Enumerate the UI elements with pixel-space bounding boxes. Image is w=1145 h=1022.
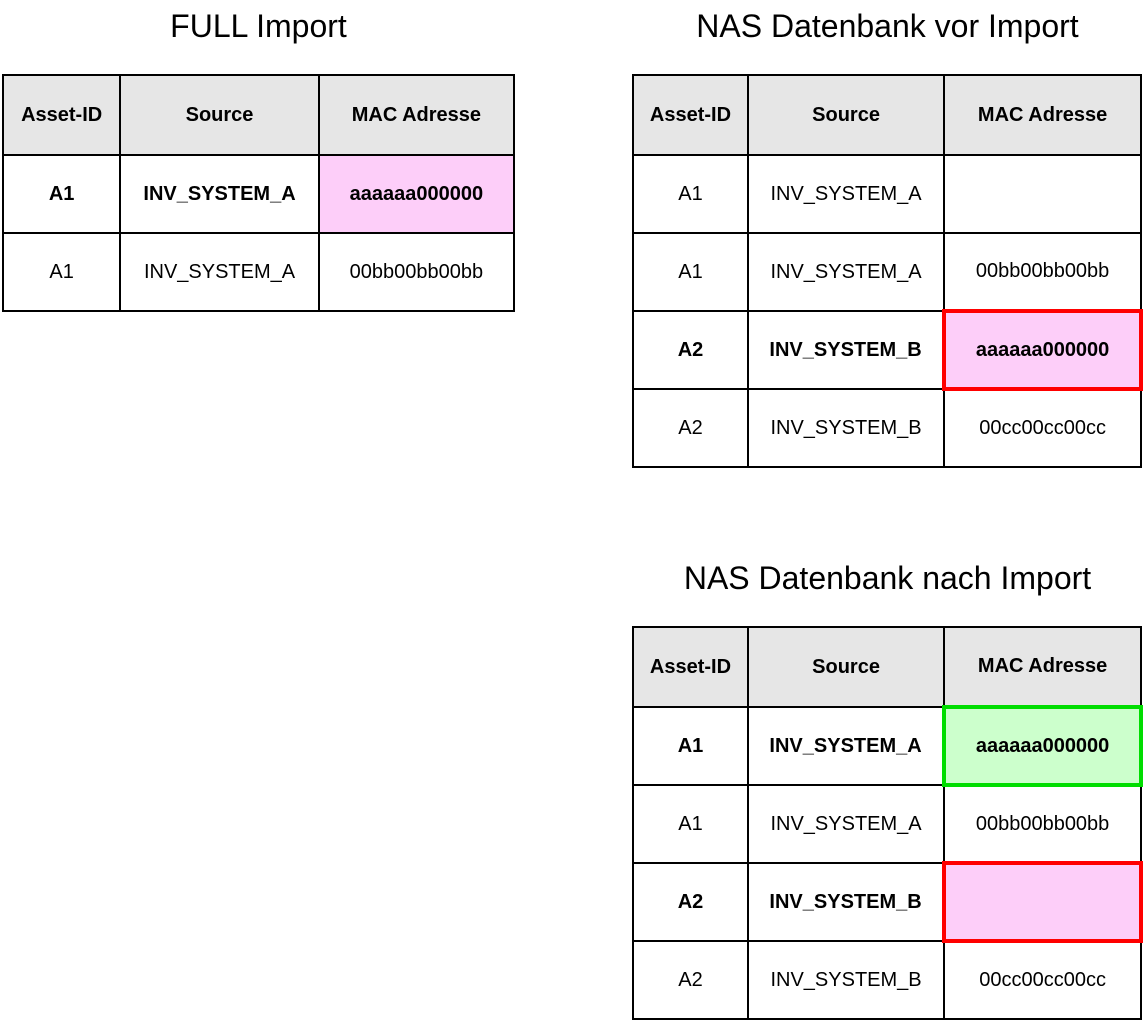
panel-nas-vor-import: NAS Datenbank vor Import Asset-ID Source… bbox=[632, 0, 1143, 470]
cell-mac-adresse: 00bb00bb00bb bbox=[943, 784, 1142, 864]
cell-source: INV_SYSTEM_A bbox=[119, 232, 320, 312]
cell-mac-adresse: 00bb00bb00bb bbox=[317, 232, 516, 312]
cell-source: INV_SYSTEM_B bbox=[746, 310, 946, 390]
table-row: A2 INV_SYSTEM_B bbox=[632, 861, 1143, 943]
cell-source: INV_SYSTEM_B bbox=[746, 388, 946, 468]
cell-source: INV_SYSTEM_A bbox=[119, 154, 320, 234]
table-row: A1 INV_SYSTEM_A aaaaaa000000 bbox=[632, 705, 1143, 787]
column-header-asset-id: Asset-ID bbox=[632, 74, 749, 156]
column-header-asset-id: Asset-ID bbox=[632, 626, 749, 708]
column-header-mac-adresse: MAC Adresse bbox=[943, 74, 1142, 156]
cell-asset-id: A2 bbox=[632, 388, 749, 468]
cell-asset-id: A2 bbox=[632, 940, 749, 1020]
table-nas-nach-import: Asset-ID Source MAC Adresse A1 INV_SYSTE… bbox=[632, 626, 1143, 1020]
table-header-row: Asset-ID Source MAC Adresse bbox=[632, 74, 1142, 156]
table-title-nas-vor-import: NAS Datenbank vor Import bbox=[696, 8, 1079, 44]
table-title-full-import: FULL Import bbox=[170, 8, 347, 44]
column-header-mac-adresse: MAC Adresse bbox=[943, 626, 1142, 708]
cell-source: INV_SYSTEM_B bbox=[746, 940, 946, 1020]
cell-asset-id: A1 bbox=[1, 232, 122, 312]
table-row: A1 INV_SYSTEM_A 00bb00bb00bb bbox=[1, 232, 516, 312]
cell-mac-adresse-highlight-pink: aaaaaa000000 bbox=[317, 154, 516, 234]
cell-asset-id: A1 bbox=[632, 154, 749, 234]
column-header-source: Source bbox=[746, 626, 946, 708]
table-row: A1 INV_SYSTEM_A aaaaaa000000 bbox=[1, 154, 516, 234]
column-header-source: Source bbox=[119, 74, 320, 156]
table-row: A1 INV_SYSTEM_A bbox=[632, 154, 1142, 234]
table-header-row: Asset-ID Source MAC Adresse bbox=[1, 74, 516, 156]
cell-source: INV_SYSTEM_A bbox=[746, 154, 946, 234]
table-row: A2 INV_SYSTEM_B aaaaaa000000 bbox=[632, 309, 1143, 391]
column-header-source: Source bbox=[746, 74, 946, 156]
table-row: A2 INV_SYSTEM_B 00cc00cc00cc bbox=[632, 940, 1142, 1020]
cell-mac-adresse: 00cc00cc00cc bbox=[943, 940, 1142, 1020]
cell-asset-id: A2 bbox=[632, 310, 749, 390]
cell-asset-id: A1 bbox=[1, 154, 122, 234]
cell-mac-adresse-highlight-pink-red-border: aaaaaa000000 bbox=[942, 309, 1143, 391]
table-nas-vor-import: Asset-ID Source MAC Adresse A1 INV_SYSTE… bbox=[632, 74, 1143, 468]
cell-asset-id: A1 bbox=[632, 232, 749, 312]
cell-source: INV_SYSTEM_A bbox=[746, 706, 946, 786]
table-header-row: Asset-ID Source MAC Adresse bbox=[632, 626, 1142, 708]
cell-source: INV_SYSTEM_B bbox=[746, 862, 946, 942]
cell-mac-adresse-highlight-green-border: aaaaaa000000 bbox=[942, 705, 1143, 787]
panel-full-import: FULL Import Asset-ID Source MAC Adresse … bbox=[1, 0, 516, 320]
cell-asset-id: A1 bbox=[632, 784, 749, 864]
cell-asset-id: A1 bbox=[632, 706, 749, 786]
cell-mac-adresse: 00cc00cc00cc bbox=[943, 388, 1142, 468]
cell-mac-adresse-empty-highlight-pink-red-border bbox=[942, 861, 1143, 943]
panel-nas-nach-import: NAS Datenbank nach Import Asset-ID Sourc… bbox=[632, 552, 1143, 1022]
column-header-mac-adresse: MAC Adresse bbox=[317, 74, 516, 156]
table-full-import: Asset-ID Source MAC Adresse A1 INV_SYSTE… bbox=[1, 74, 516, 312]
cell-source: INV_SYSTEM_A bbox=[746, 232, 946, 312]
table-row: A1 INV_SYSTEM_A 00bb00bb00bb bbox=[632, 784, 1142, 864]
cell-asset-id: A2 bbox=[632, 862, 749, 942]
cell-mac-adresse: 00bb00bb00bb bbox=[943, 232, 1142, 312]
cell-source: INV_SYSTEM_A bbox=[746, 784, 946, 864]
table-row: A1 INV_SYSTEM_A 00bb00bb00bb bbox=[632, 232, 1142, 312]
cell-mac-adresse-empty bbox=[943, 154, 1142, 234]
column-header-asset-id: Asset-ID bbox=[1, 74, 122, 156]
table-row: A2 INV_SYSTEM_B 00cc00cc00cc bbox=[632, 388, 1142, 468]
table-title-nas-nach-import: NAS Datenbank nach Import bbox=[683, 560, 1092, 596]
